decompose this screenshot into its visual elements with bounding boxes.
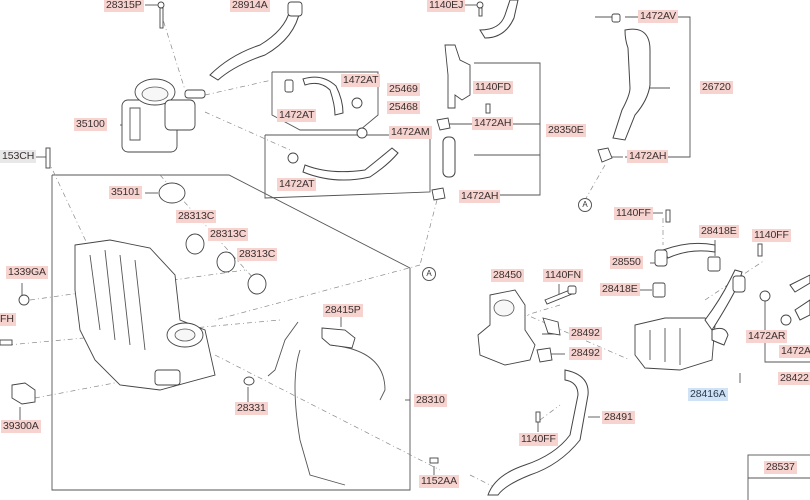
part-label-28492-lower[interactable]: 28492 bbox=[569, 347, 602, 360]
part-label-1472AT-lower[interactable]: 1472AT bbox=[277, 178, 317, 191]
part-label-1140FF-upper[interactable]: 1140FF bbox=[614, 207, 653, 220]
intake-manifold bbox=[74, 239, 216, 391]
egr-valve-28450 bbox=[477, 289, 536, 366]
gasket-28492-a bbox=[542, 317, 561, 336]
part-label-25469[interactable]: 25469 bbox=[387, 83, 420, 96]
part-label-28492-upper[interactable]: 28492 bbox=[569, 327, 602, 340]
part-label-1472AV[interactable]: 1472AV bbox=[638, 10, 678, 23]
part-label-25468[interactable]: 25468 bbox=[387, 101, 420, 114]
part-28537-box bbox=[747, 454, 810, 500]
part-label-28416A[interactable]: 28416A bbox=[688, 388, 728, 401]
part-label-28315P[interactable]: 28315P bbox=[104, 0, 144, 12]
part-label-FH[interactable]: FH bbox=[0, 313, 16, 326]
part-label-28331[interactable]: 28331 bbox=[235, 402, 268, 415]
gasket-28492-b bbox=[536, 347, 553, 363]
reference-marker-a-right: A bbox=[578, 198, 592, 212]
part-label-28914A[interactable]: 28914A bbox=[230, 0, 270, 12]
part-label-1472AG[interactable]: 1472AG bbox=[779, 345, 810, 358]
nut-1339GA bbox=[18, 294, 30, 306]
intake-manifold-assembly-box bbox=[51, 174, 411, 491]
part-label-28310[interactable]: 28310 bbox=[414, 394, 447, 407]
part-label-1140FD[interactable]: 1140FD bbox=[473, 81, 513, 94]
egr-cooler-28416A bbox=[634, 269, 743, 371]
part-label-1140FF-right[interactable]: 1140FF bbox=[752, 229, 791, 242]
part-label-35101[interactable]: 35101 bbox=[109, 186, 142, 199]
bracket-28350E-box bbox=[474, 62, 541, 196]
part-label-28450[interactable]: 28450 bbox=[491, 269, 524, 282]
clamp-28422-bracket bbox=[764, 300, 810, 363]
sensor-39300A bbox=[11, 382, 36, 405]
part-label-1140FF-lower[interactable]: 1140FF bbox=[519, 433, 558, 446]
part-label-1140FN[interactable]: 1140FN bbox=[543, 269, 583, 282]
egr-pipe-28491 bbox=[487, 369, 589, 496]
part-label-28491[interactable]: 28491 bbox=[602, 411, 635, 424]
clamp-1472AT bbox=[284, 79, 294, 93]
part-label-26720[interactable]: 26720 bbox=[700, 81, 733, 94]
tube-1140EJ bbox=[479, 0, 519, 39]
part-label-1472AH-right[interactable]: 1472AH bbox=[627, 150, 669, 163]
part-label-28550[interactable]: 28550 bbox=[610, 256, 643, 269]
throttle-body-35100 bbox=[121, 78, 206, 153]
vacuum-hose-28310 bbox=[267, 321, 346, 486]
part-label-28418E-lower[interactable]: 28418E bbox=[600, 283, 640, 296]
hose-28914A bbox=[209, 9, 301, 81]
ring-28313C-c bbox=[247, 273, 267, 295]
part-label-35100[interactable]: 35100 bbox=[74, 118, 107, 131]
part-label-28415P[interactable]: 28415P bbox=[323, 304, 363, 317]
hose-25469 bbox=[302, 76, 344, 116]
part-label-1472AH-upper[interactable]: 1472AH bbox=[472, 117, 514, 130]
part-label-39300A[interactable]: 39300A bbox=[1, 420, 41, 433]
part-label-28313C-a[interactable]: 28313C bbox=[176, 210, 217, 223]
ring-28313C-b bbox=[216, 251, 236, 273]
part-label-28422[interactable]: 28422 bbox=[778, 372, 810, 385]
egr-tube-28550 bbox=[662, 242, 716, 259]
part-label-153CH[interactable]: 153CH bbox=[0, 150, 37, 163]
part-label-28418E-upper[interactable]: 28418E bbox=[699, 225, 739, 238]
part-label-28313C-c[interactable]: 28313C bbox=[237, 248, 278, 261]
part-label-1472AR[interactable]: 1472AR bbox=[746, 330, 788, 343]
part-label-28537[interactable]: 28537 bbox=[764, 461, 797, 474]
ring-28313C-a bbox=[185, 233, 205, 255]
reference-marker-a-left: A bbox=[422, 267, 436, 281]
sensor-28415P bbox=[321, 327, 356, 349]
hose-28350E bbox=[442, 136, 456, 178]
part-label-1472AT-left[interactable]: 1472AT bbox=[277, 109, 317, 122]
hose-26720 bbox=[612, 28, 651, 141]
part-label-28350E[interactable]: 28350E bbox=[546, 124, 586, 137]
part-label-28313C-b[interactable]: 28313C bbox=[208, 228, 249, 241]
part-label-1472AH-lower[interactable]: 1472AH bbox=[459, 190, 501, 203]
hose-25468-box bbox=[264, 134, 431, 199]
part-label-1152AA[interactable]: 1152AA bbox=[419, 475, 459, 488]
part-label-1472AM[interactable]: 1472AM bbox=[389, 126, 432, 139]
gasket-35101 bbox=[158, 182, 186, 204]
bolt-28315P bbox=[157, 1, 165, 29]
part-label-1472AT-upper[interactable]: 1472AT bbox=[341, 74, 381, 87]
part-label-1339GA[interactable]: 1339GA bbox=[6, 266, 48, 279]
bracket-28350E bbox=[444, 44, 471, 109]
hose-25468 bbox=[302, 147, 399, 181]
part-label-1140EJ[interactable]: 1140EJ bbox=[427, 0, 466, 12]
